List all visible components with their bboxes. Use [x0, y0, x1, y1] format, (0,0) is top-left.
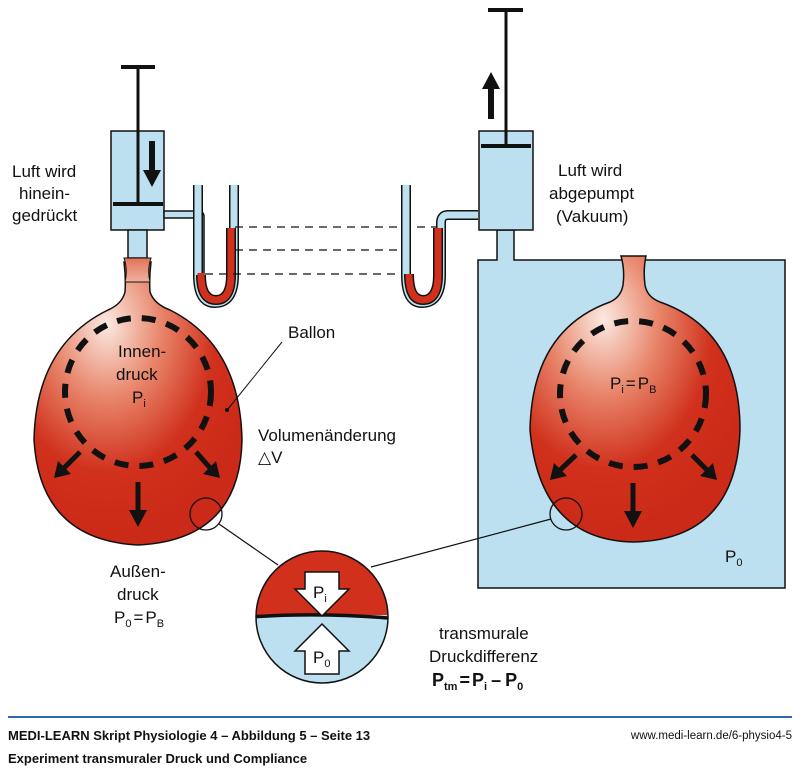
left-syringe-label-line-3: gedrückt [12, 206, 77, 225]
left-syringe-label-line-2: hinein- [19, 184, 70, 203]
footer-url-link[interactable]: www.medi-learn.de/6-physio4-5 [630, 730, 792, 742]
wall-detail-magnified: Pi P0 [255, 550, 389, 684]
left-inner-label-line-2: druck [116, 365, 158, 384]
right-balloon-formula: Pi=PB [610, 374, 656, 396]
right-syringe-label-line-3: (Vakuum) [556, 207, 628, 226]
footer-subtitle: Experiment transmuraler Druck und Compli… [8, 751, 308, 766]
arrow-up-icon [482, 72, 500, 119]
right-pressure-circle [557, 318, 709, 470]
pressure-arrow-icon [550, 453, 717, 528]
outer-pressure-label-line-2: druck [117, 585, 159, 604]
pressure-arrow-icon [54, 450, 220, 527]
left-syringe-outlet [127, 229, 148, 259]
left-inner-symbol: Pi [132, 388, 146, 410]
left-inner-label-line-1: Innen- [118, 342, 166, 361]
transmural-formula: Ptm=Pi–P0 [432, 670, 523, 693]
footer-title: MEDI-LEARN Skript Physiologie 4 – Abbild… [8, 728, 371, 743]
inner-pressure-arrow-label: Pi [313, 583, 327, 605]
left-pressure-circle [62, 315, 214, 469]
left-syringe [110, 65, 205, 276]
right-manometer [401, 185, 478, 309]
right-syringe-label-line-2: abgepumpt [549, 184, 634, 203]
balloon-callout-line [227, 341, 283, 410]
right-balloon: Pi=PB [529, 255, 741, 543]
outer-pressure-formula: P0=PB [114, 608, 164, 630]
outer-pressure-arrow-icon: P0 [293, 622, 351, 675]
left-magnifier-line [218, 523, 279, 566]
right-magnifier-circle [549, 497, 583, 531]
volume-change-symbol: △V [258, 448, 283, 467]
left-setup: Luft wird hinein- gedrückt Innen- [12, 65, 396, 630]
left-syringe-label-line-1: Luft wird [12, 162, 76, 181]
inner-pressure-arrow-icon: Pi [293, 571, 351, 618]
compliance-experiment-diagram: Luft wird hinein- gedrückt Innen- [12, 8, 786, 693]
left-magnifier-circle [189, 497, 223, 531]
chamber-pressure-label: P0 [725, 547, 742, 569]
balloon-callout-label: Ballon [288, 323, 335, 342]
right-magnifier-line [370, 518, 552, 568]
footer-divider [8, 716, 792, 718]
transmural-caption-line-1: transmurale [439, 624, 529, 643]
outer-pressure-arrow-label: P0 [313, 648, 330, 670]
balloon-callout-dot [225, 408, 229, 412]
volume-change-label: Volumenänderung [258, 426, 396, 445]
transmural-caption-line-2: Druckdifferenz [429, 647, 538, 666]
right-syringe [478, 8, 534, 231]
left-balloon: Innen- druck Pi [33, 257, 243, 546]
arrow-down-icon [143, 141, 161, 187]
right-setup: Luft wird abgepumpt (Vakuum) Pi=PB P0 [370, 8, 786, 589]
left-balloon-neck [123, 257, 152, 283]
outer-pressure-label-line-1: Außen- [110, 562, 166, 581]
left-manometer [193, 185, 239, 309]
right-syringe-label-line-1: Luft wird [558, 161, 622, 180]
